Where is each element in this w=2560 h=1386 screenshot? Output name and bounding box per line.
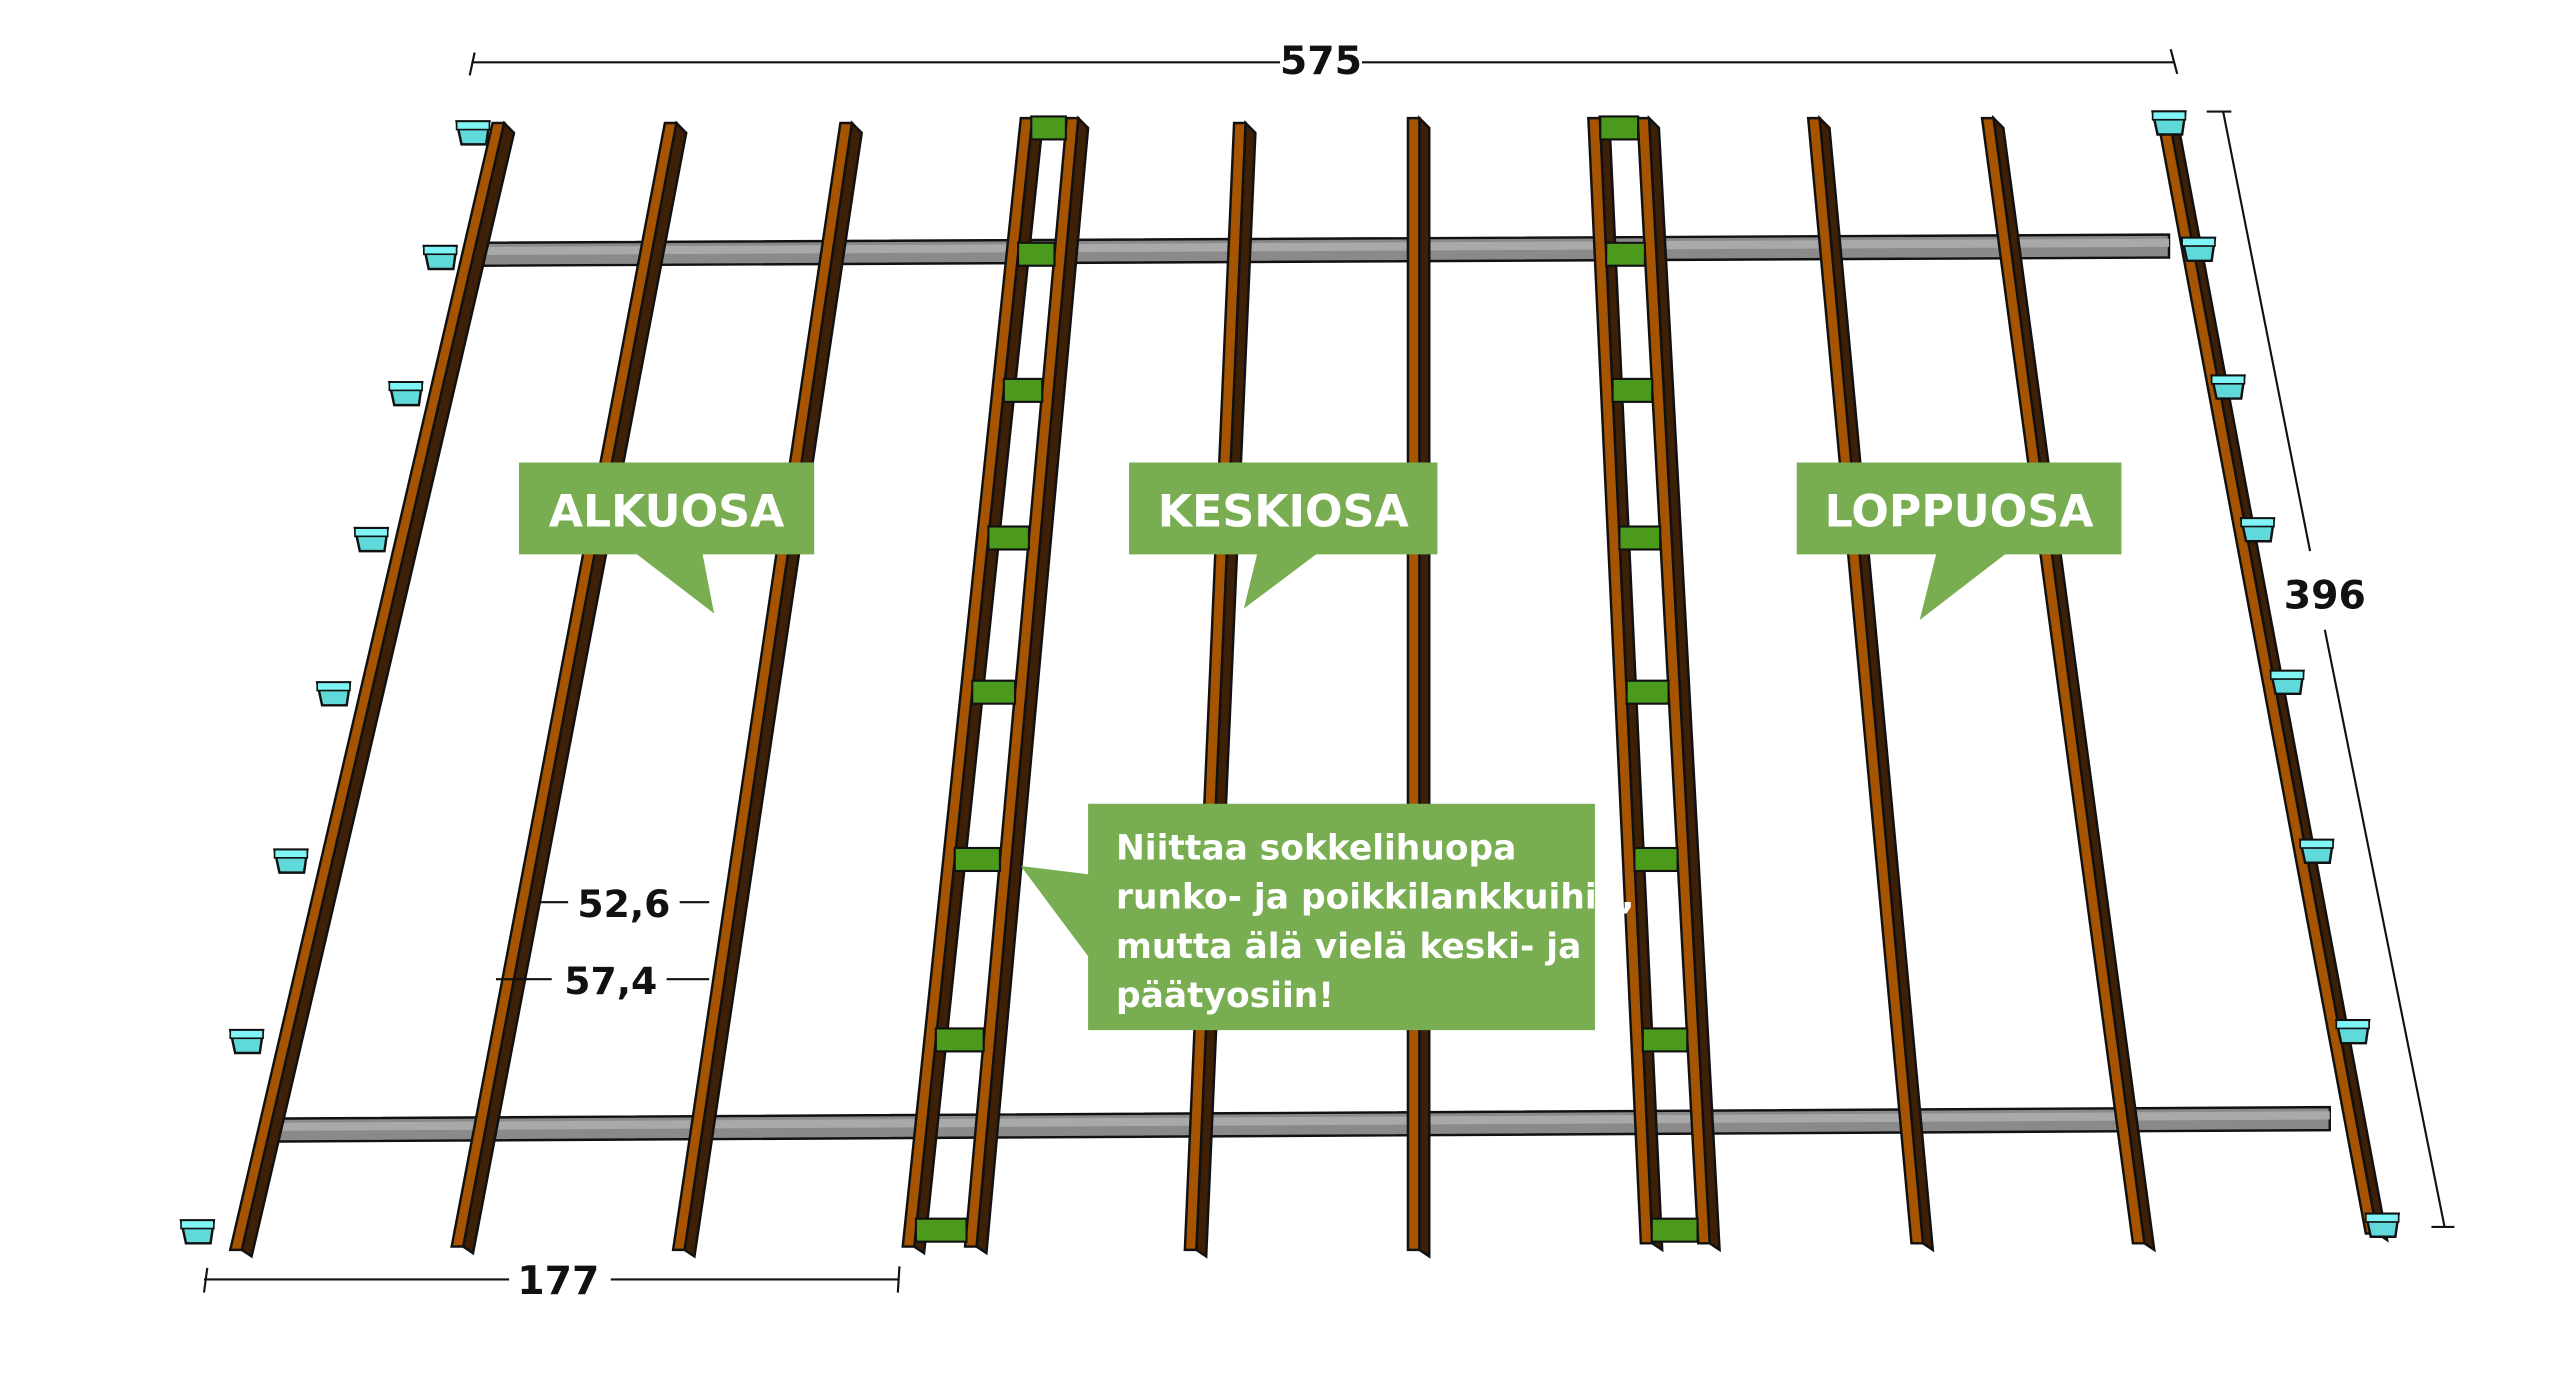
blocking [987, 525, 1030, 551]
dimension-label-57-4: 57,4 [564, 959, 657, 1003]
blocking [1002, 377, 1044, 403]
pier-top [2269, 670, 2305, 680]
joist-side [1991, 114, 2156, 1253]
label-keskiosa-text: KESKIOSA [1158, 487, 1410, 538]
pier-top [455, 120, 491, 131]
pier-top [2365, 1212, 2400, 1223]
pier-top [273, 848, 309, 859]
joist [901, 116, 1034, 1248]
blocking [1625, 679, 1670, 705]
joist [450, 121, 678, 1248]
cross-beam-top [263, 1111, 2330, 1131]
blocking [971, 679, 1017, 705]
dimension-label-396: 396 [2284, 573, 2366, 619]
pier-top [2240, 517, 2275, 528]
note-line-2: runko- ja poikkilankkuihin, [1116, 878, 1634, 918]
pier-top [2299, 838, 2334, 849]
joist [671, 121, 854, 1252]
pier-top [2210, 374, 2246, 385]
dimension-first-section: 177 [202, 1258, 901, 1304]
joist-side [1818, 114, 1935, 1253]
blocking [1633, 846, 1679, 873]
blocking [914, 1217, 968, 1243]
joist [1183, 121, 1247, 1252]
joist [2156, 116, 2379, 1235]
joist [1980, 116, 2146, 1245]
blocking [1030, 115, 1067, 141]
joist-side [1418, 115, 1431, 1259]
pier-top [388, 381, 423, 392]
note-line-3: mutta älä vielä keski- ja [1116, 927, 1581, 967]
joist-side [461, 120, 688, 1256]
joist [1806, 116, 1925, 1245]
pier-top [354, 527, 389, 538]
foundation-piers [179, 110, 2401, 1245]
label-loppuosa-text: LOPPUOSA [1825, 487, 2095, 538]
blocking [1641, 1027, 1689, 1053]
label-alkuosa-text: ALKUOSA [549, 487, 785, 538]
pier-top [316, 681, 351, 692]
blocking [1611, 377, 1654, 403]
note-line-4: päätyosiin! [1116, 976, 1334, 1016]
dimension-total-depth: 396 [2206, 110, 2455, 1228]
dimension-label-177: 177 [517, 1258, 599, 1304]
label-alkuosa: ALKUOSA [518, 462, 815, 614]
pier-top [2181, 237, 2216, 247]
pier-top [2151, 110, 2187, 121]
pier-top [2335, 1019, 2370, 1030]
joist-side [240, 120, 516, 1259]
blocking [1605, 241, 1646, 267]
note-line-1: Niittaa sokkelihuopa [1116, 828, 1516, 868]
joist-side [683, 120, 864, 1259]
blocking [934, 1027, 985, 1053]
blocking [1650, 1217, 1699, 1243]
dimension-total-width: 575 [468, 38, 2179, 84]
label-keskiosa: KESKIOSA [1129, 462, 1438, 609]
dimension-label-575: 575 [1280, 38, 1362, 84]
blocking [953, 846, 1002, 873]
joist [228, 121, 506, 1252]
joists [228, 114, 2389, 1259]
dimension-label-52-6: 52,6 [577, 882, 670, 926]
pier-top [229, 1029, 264, 1040]
blocking [1599, 115, 1640, 141]
cross-beam-top [476, 238, 2170, 256]
label-loppuosa: LOPPUOSA [1796, 462, 2122, 621]
blocking [1618, 525, 1662, 551]
pier-top [422, 245, 458, 256]
dimension-spacing: 52,6 57,4 [495, 882, 710, 1003]
joist [1587, 116, 1654, 1245]
blocking [1017, 241, 1056, 267]
instruction-callout: Niittaa sokkelihuopa runko- ja poikkilan… [1020, 803, 1634, 1031]
pier-top [180, 1219, 215, 1230]
joist [1406, 116, 1421, 1252]
